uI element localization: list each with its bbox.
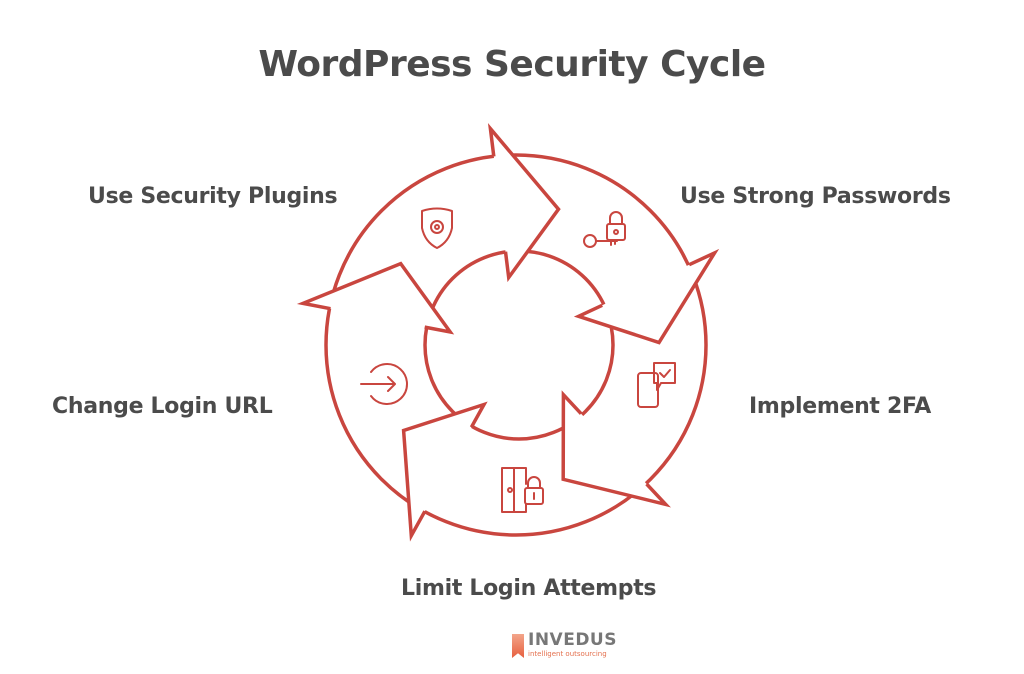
arrowhead-4 xyxy=(401,401,488,542)
phone-check-icon xyxy=(637,362,676,408)
step-label-2fa: Implement 2FA xyxy=(749,394,931,419)
step-label-limit-login: Limit Login Attempts xyxy=(401,576,657,601)
door-lock-icon xyxy=(501,467,544,513)
invedus-logo: INVEDUS intelligent outsourcing xyxy=(512,630,616,662)
logo-mark-icon xyxy=(512,634,524,658)
arrowhead-2 xyxy=(573,248,720,345)
ring-inner xyxy=(423,249,615,441)
logo-tagline: intelligent outsourcing xyxy=(528,650,607,658)
shield-gear-icon xyxy=(421,207,453,249)
lock-key-icon xyxy=(583,211,626,248)
step-label-strong-passwords: Use Strong Passwords xyxy=(680,184,951,209)
step-label-security-plugins: Use Security Plugins xyxy=(88,184,338,209)
arrowhead-1 xyxy=(487,122,561,283)
step-label-change-login-url: Change Login URL xyxy=(52,394,273,419)
ring-outer xyxy=(324,153,708,537)
login-arrow-icon xyxy=(360,363,408,405)
arrowhead-3 xyxy=(561,390,671,508)
arrowhead-5 xyxy=(296,261,455,335)
logo-name: INVEDUS xyxy=(528,630,617,650)
diagram-title: WordPress Security Cycle xyxy=(258,44,766,85)
